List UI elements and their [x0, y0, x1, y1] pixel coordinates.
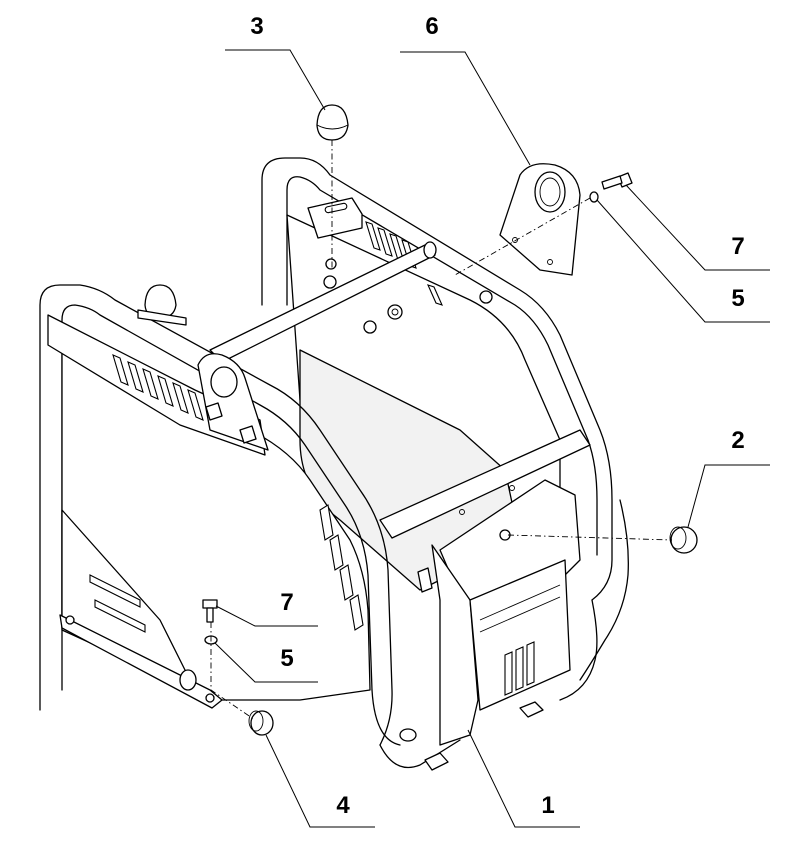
bolt-part-7-top [601, 172, 633, 190]
callout-2: 2 [731, 427, 744, 454]
rubber-bumper-part-3 [316, 104, 349, 141]
callout-4: 4 [336, 792, 350, 819]
nut-top [325, 258, 337, 270]
plug-part-2 [669, 526, 698, 554]
callout-5-bottom: 5 [280, 645, 293, 672]
callout-7-top: 7 [731, 233, 744, 260]
front-vents [112, 354, 204, 421]
side-vents [319, 504, 364, 631]
callout-leaders [214, 49, 770, 828]
callout-5-top: 5 [731, 285, 744, 312]
bolt-part-7-bottom [202, 599, 218, 623]
main-frame [39, 157, 629, 771]
plug-part-4 [248, 710, 274, 736]
assembly-centerlines [210, 140, 673, 721]
callout-1: 1 [541, 792, 554, 819]
lift-bracket-part-6 [499, 163, 581, 276]
callout-6: 6 [425, 13, 438, 40]
callout-3: 3 [250, 13, 263, 40]
callout-7-bottom: 7 [280, 589, 293, 616]
rubber-bumper-mounted [137, 284, 187, 326]
washer-part-5-top [589, 191, 599, 203]
lift-bracket-front [197, 353, 269, 451]
